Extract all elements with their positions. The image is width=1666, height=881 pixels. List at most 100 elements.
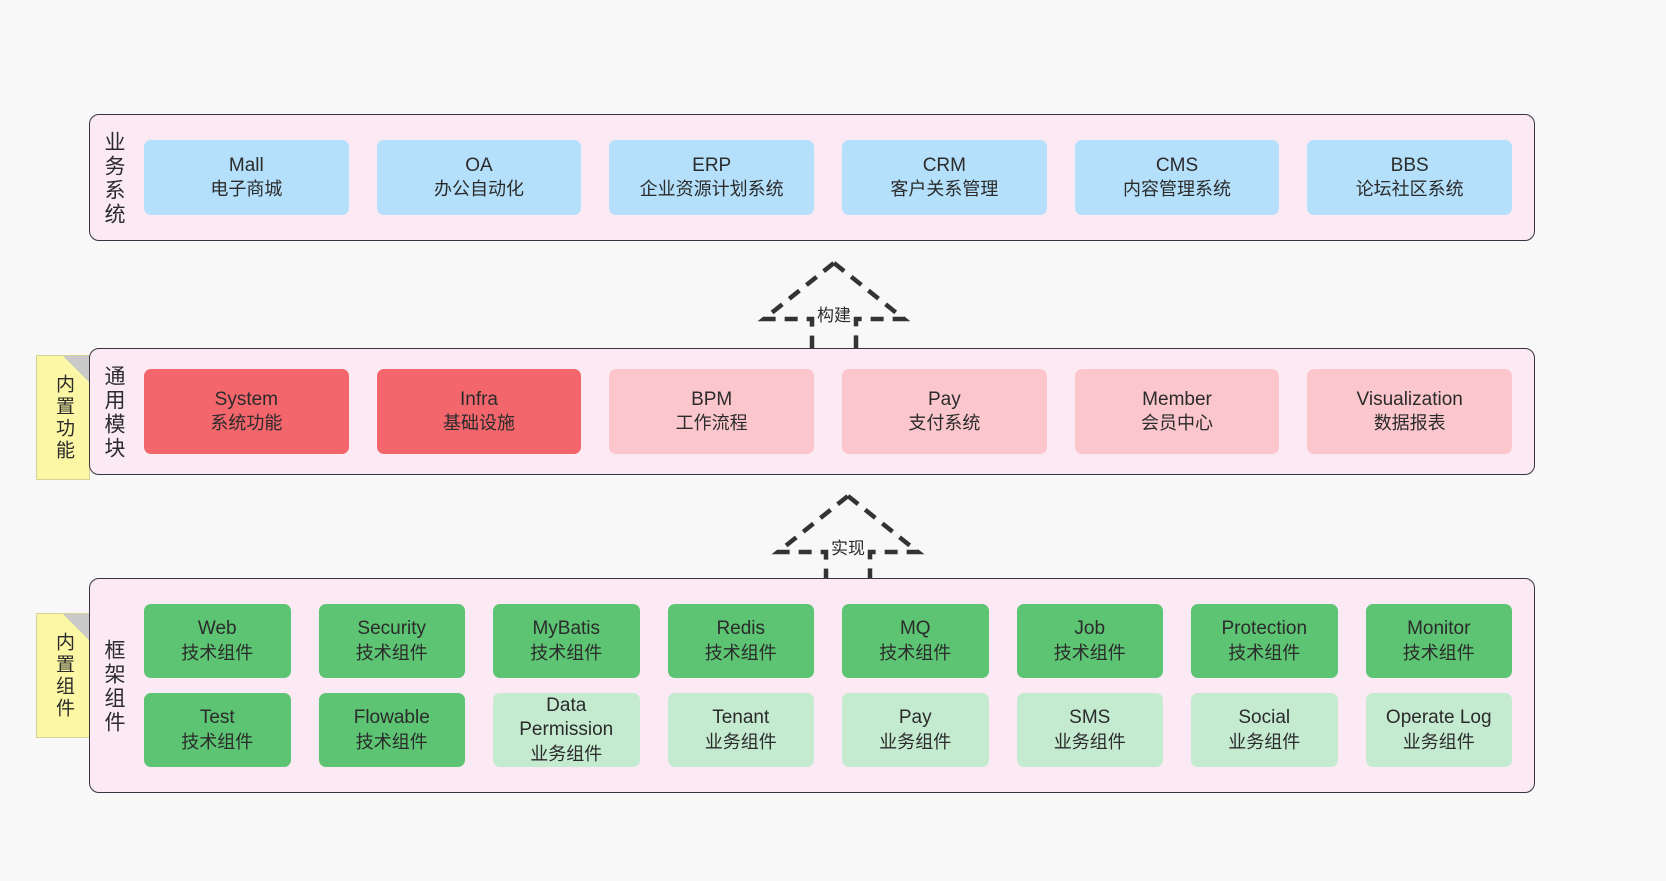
card-tenant-title: Tenant xyxy=(712,707,770,729)
card-protection-subtitle: 技术组件 xyxy=(1228,642,1301,663)
card-mall-title: Mall xyxy=(228,154,264,176)
note-builtin-function-text: 内置功能 xyxy=(52,373,74,462)
layer-body-modules: System 系统功能 Infra 基础设施 BPM 工作流程 Pay 支付系统… xyxy=(136,349,1534,474)
card-infra-title: Infra xyxy=(459,388,499,410)
card-bbs[interactable]: BBS 论坛社区系统 xyxy=(1307,140,1513,215)
note-builtin-function: 内置功能 xyxy=(36,355,90,480)
card-flowable-title: Flowable xyxy=(353,707,430,729)
card-social-title: Social xyxy=(1238,707,1291,729)
card-visualization[interactable]: Visualization 数据报表 xyxy=(1307,369,1513,454)
layer-business-system: 业务系统 Mall 电子商城 OA 办公自动化 ERP 企业资源计划系统 CRM xyxy=(89,114,1535,241)
layer-body-framework: Web 技术组件 Security 技术组件 MyBatis 技术组件 Redi… xyxy=(136,579,1534,792)
card-erp-title: ERP xyxy=(692,154,732,176)
layer-title-modules-text: 通用模块 xyxy=(102,364,126,461)
card-bpm-subtitle: 工作流程 xyxy=(675,413,748,434)
tech-component-row: Web 技术组件 Security 技术组件 MyBatis 技术组件 Redi… xyxy=(144,604,1512,678)
card-security[interactable]: Security 技术组件 xyxy=(318,604,465,678)
layer-title-modules: 通用模块 xyxy=(90,349,136,474)
layer-common-modules: 通用模块 System 系统功能 Infra 基础设施 BPM 工作流程 Pay xyxy=(89,348,1535,475)
card-infra[interactable]: Infra 基础设施 xyxy=(376,369,582,454)
card-redis-title: Redis xyxy=(716,618,766,640)
card-flowable[interactable]: Flowable 技术组件 xyxy=(318,693,465,767)
card-security-subtitle: 技术组件 xyxy=(355,642,428,663)
note-builtin-component-text: 内置组件 xyxy=(52,631,74,720)
card-protection[interactable]: Protection 技术组件 xyxy=(1191,604,1338,678)
business-card-row: Mall 电子商城 OA 办公自动化 ERP 企业资源计划系统 CRM 客户关系… xyxy=(144,140,1513,215)
card-infra-subtitle: 基础设施 xyxy=(443,413,515,434)
card-test-title: Test xyxy=(199,707,235,729)
card-mq-title: MQ xyxy=(899,618,931,640)
card-mq-subtitle: 技术组件 xyxy=(879,642,952,663)
card-bpm-title: BPM xyxy=(691,388,733,410)
note-builtin-component: 内置组件 xyxy=(36,613,90,738)
card-data-permission-title: Data Permission xyxy=(519,695,614,741)
card-operate-log-subtitle: 业务组件 xyxy=(1402,731,1475,752)
card-job-title: Job xyxy=(1074,618,1106,640)
card-crm-subtitle: 客户关系管理 xyxy=(890,179,999,200)
card-job[interactable]: Job 技术组件 xyxy=(1016,604,1163,678)
card-mq[interactable]: MQ 技术组件 xyxy=(842,604,989,678)
card-redis[interactable]: Redis 技术组件 xyxy=(667,604,814,678)
card-pay-component-subtitle: 业务组件 xyxy=(879,731,952,752)
card-cms-subtitle: 内容管理系统 xyxy=(1123,179,1232,200)
card-bbs-subtitle: 论坛社区系统 xyxy=(1355,179,1464,200)
card-mybatis-subtitle: 技术组件 xyxy=(530,642,603,663)
card-oa-subtitle: 办公自动化 xyxy=(434,179,524,200)
card-bpm[interactable]: BPM 工作流程 xyxy=(609,369,815,454)
card-data-permission-subtitle: 业务组件 xyxy=(530,743,603,764)
card-pay-component[interactable]: Pay 业务组件 xyxy=(842,693,989,767)
card-test[interactable]: Test 技术组件 xyxy=(144,693,291,767)
card-mall[interactable]: Mall 电子商城 xyxy=(144,140,349,215)
card-member[interactable]: Member 会员中心 xyxy=(1074,369,1280,454)
card-crm[interactable]: CRM 客户关系管理 xyxy=(842,140,1047,215)
dashed-hollow-arrow-icon xyxy=(757,260,911,356)
card-social-subtitle: 业务组件 xyxy=(1228,731,1301,752)
card-pay-module-title: Pay xyxy=(927,388,961,410)
connector-implement: 实现 xyxy=(768,490,928,590)
layer-framework-components: 框架组件 Web 技术组件 Security 技术组件 MyBatis 技术组件… xyxy=(89,578,1535,793)
card-monitor[interactable]: Monitor 技术组件 xyxy=(1365,604,1512,678)
connector-build: 构建 xyxy=(754,257,914,357)
card-oa[interactable]: OA 办公自动化 xyxy=(376,140,582,215)
card-pay-module[interactable]: Pay 支付系统 xyxy=(842,369,1047,454)
card-pay-component-title: Pay xyxy=(898,707,932,729)
layer-title-framework-text: 框架组件 xyxy=(102,638,126,735)
note-fold-corner-icon xyxy=(63,356,89,382)
card-web[interactable]: Web 技术组件 xyxy=(144,604,291,678)
card-test-subtitle: 技术组件 xyxy=(181,731,254,752)
card-sms[interactable]: SMS 业务组件 xyxy=(1016,693,1163,767)
card-member-subtitle: 会员中心 xyxy=(1141,413,1214,434)
card-operate-log-title: Operate Log xyxy=(1385,707,1492,729)
note-fold-corner-icon xyxy=(63,614,89,640)
card-tenant-subtitle: 业务组件 xyxy=(704,731,777,752)
card-cms[interactable]: CMS 内容管理系统 xyxy=(1074,140,1280,215)
card-web-subtitle: 技术组件 xyxy=(181,642,254,663)
module-card-row: System 系统功能 Infra 基础设施 BPM 工作流程 Pay 支付系统… xyxy=(144,369,1513,454)
card-flowable-subtitle: 技术组件 xyxy=(355,731,428,752)
card-operate-log[interactable]: Operate Log 业务组件 xyxy=(1365,693,1512,767)
card-job-subtitle: 技术组件 xyxy=(1053,642,1126,663)
card-mybatis-title: MyBatis xyxy=(532,618,601,640)
card-member-title: Member xyxy=(1142,388,1212,410)
card-data-permission[interactable]: Data Permission 业务组件 xyxy=(493,693,640,767)
layer-title-business-text: 业务系统 xyxy=(102,130,126,227)
card-mybatis[interactable]: MyBatis 技术组件 xyxy=(493,604,640,678)
card-monitor-title: Monitor xyxy=(1407,618,1471,640)
card-visualization-title: Visualization xyxy=(1356,388,1463,410)
card-cms-title: CMS xyxy=(1155,154,1199,176)
connector-implement-label: 实现 xyxy=(831,539,865,558)
business-component-row: Test 技术组件 Flowable 技术组件 Data Permission … xyxy=(144,693,1512,767)
card-sms-subtitle: 业务组件 xyxy=(1053,731,1126,752)
card-system-title: System xyxy=(214,388,279,410)
connector-build-label: 构建 xyxy=(817,306,851,325)
card-system[interactable]: System 系统功能 xyxy=(144,369,349,454)
layer-title-business: 业务系统 xyxy=(90,115,136,240)
card-social[interactable]: Social 业务组件 xyxy=(1191,693,1338,767)
card-mall-subtitle: 电子商城 xyxy=(210,179,283,200)
card-erp-subtitle: 企业资源计划系统 xyxy=(639,179,784,200)
card-erp[interactable]: ERP 企业资源计划系统 xyxy=(609,140,815,215)
card-tenant[interactable]: Tenant 业务组件 xyxy=(667,693,814,767)
card-redis-subtitle: 技术组件 xyxy=(704,642,777,663)
card-web-title: Web xyxy=(197,618,237,640)
